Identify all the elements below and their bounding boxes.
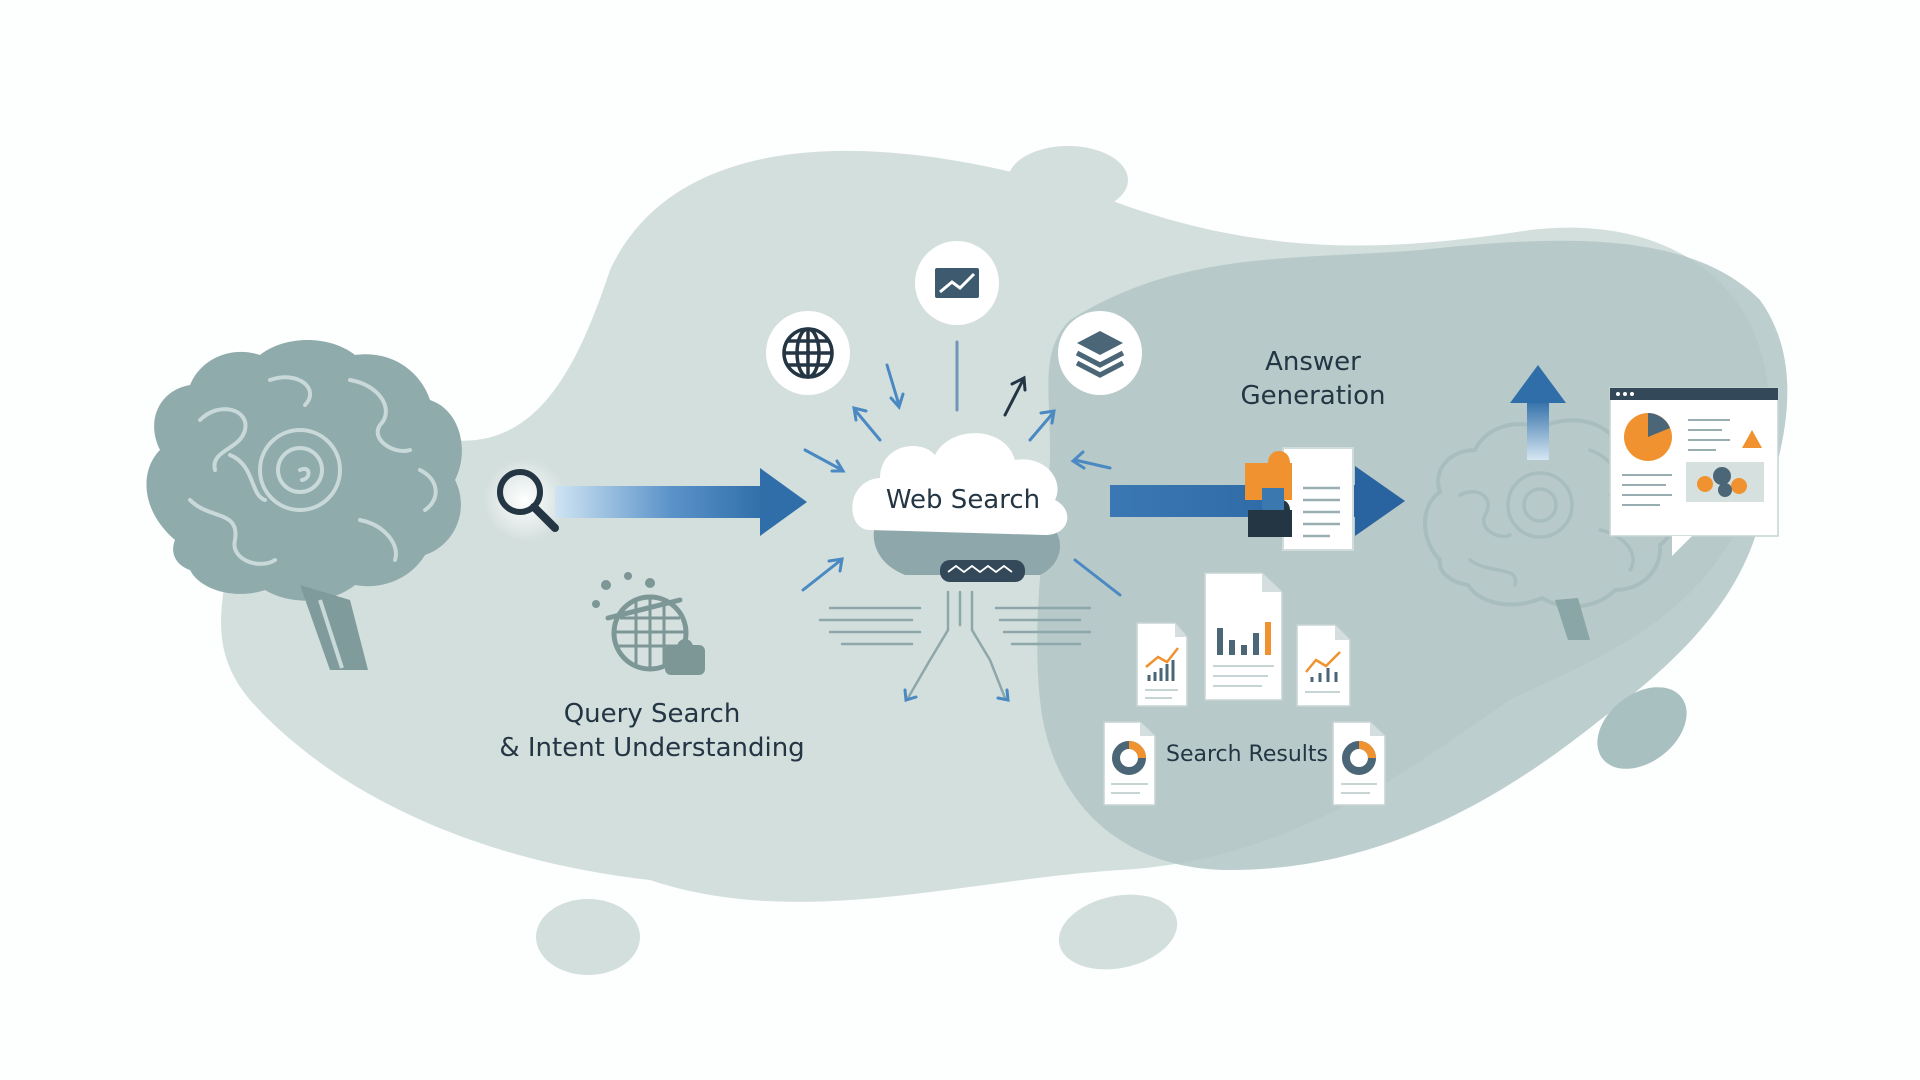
layers-icon <box>1058 311 1142 395</box>
answer-label-line2: Generation <box>1240 381 1385 411</box>
document-line-chart <box>1136 622 1188 707</box>
query-label-line2: & Intent Understanding <box>499 733 804 763</box>
search-results-label: Search Results <box>1166 742 1328 767</box>
document-trend-chart <box>1296 624 1351 707</box>
line-chart-icon <box>915 241 999 325</box>
brain-icon <box>1423 418 1678 640</box>
document-pie-left <box>1103 721 1156 806</box>
search-icon <box>483 458 567 542</box>
stream-arrowheads <box>903 688 1010 702</box>
answer-label-line1: Answer <box>1265 347 1361 377</box>
dashboard-report-icon <box>1609 387 1779 556</box>
data-stream-lines <box>818 590 1092 700</box>
flow-arrow-up <box>1510 365 1566 460</box>
query-label-line1: Query Search <box>564 699 741 729</box>
web-search-label: Web Search <box>886 485 1040 515</box>
flow-arrow-query-to-search <box>555 468 807 536</box>
globe-icon <box>766 311 850 395</box>
radiating-arrows <box>801 340 1122 597</box>
cloud-icon <box>852 433 1068 582</box>
search-results-documents <box>1103 572 1386 806</box>
intent-basket-icon <box>592 572 705 675</box>
document-pie-right <box>1332 721 1386 806</box>
document-bar-chart <box>1204 572 1283 701</box>
puzzle-icon <box>1245 447 1354 551</box>
brain-icon <box>146 340 462 670</box>
